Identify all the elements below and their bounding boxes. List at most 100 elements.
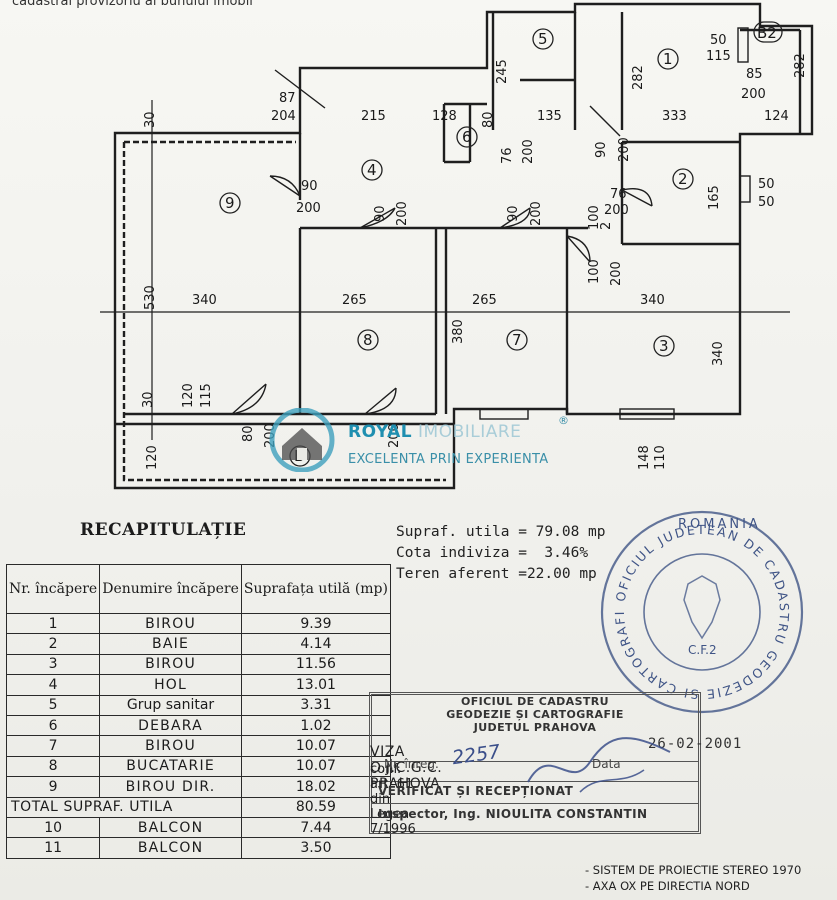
dim-label: 90 (506, 205, 521, 222)
cell-area: 11.56 (240, 653, 391, 676)
dim-label: 333 (662, 109, 687, 124)
dim-label: 120 (145, 445, 160, 470)
dim-label: 30 (143, 111, 158, 128)
svg-text:2: 2 (678, 170, 688, 188)
summary-share: Cota indiviza = 3.46% (396, 545, 589, 561)
dim-label: 85 (746, 67, 763, 82)
room-8: 8 (357, 329, 379, 351)
projection-notes: - SISTEM DE PROIECTIE STEREO 1970 - AXA … (585, 862, 801, 894)
dim-label: 115 (199, 383, 214, 408)
cell-name: BAIE (99, 633, 242, 655)
dim-label: 115 (706, 49, 731, 64)
cell-name: BIROU (99, 612, 242, 635)
cell-name: Grup sanitar (99, 694, 242, 716)
svg-text:1: 1 (663, 50, 673, 68)
dim-label: 282 (793, 53, 808, 78)
dim-label: 200 (529, 201, 544, 226)
dim-label: 80 (481, 111, 496, 128)
total-label: TOTAL SUPRAF. UTILA (6, 796, 242, 818)
stamp-date: 26-02-2001 (648, 736, 743, 752)
dim-label: 148 (637, 445, 652, 470)
dim-label: 76 (610, 187, 627, 202)
dim-label: 87 (279, 91, 296, 106)
stamp-inspector: Inspector, Ing. NIOULITA CONSTANTIN (378, 807, 648, 821)
stamp-line-3: JUDETUL PRAHOVA (473, 721, 597, 734)
cell-name: BUCATARIE (99, 755, 242, 778)
note-axis: - AXA OX PE DIRECTIA NORD (585, 879, 750, 893)
header-text: cadastral provizoriu al bunului imobil (12, 0, 253, 9)
dim-label: 90 (594, 141, 609, 158)
cell-area: 3.50 (240, 837, 391, 859)
dim-label: 200 (263, 423, 278, 448)
dim-label: 200 (395, 201, 410, 226)
summary-land: Teren aferent =22.00 mp (396, 566, 597, 582)
cell-nr: 4 (5, 674, 101, 696)
cell-nr: 11 (5, 837, 101, 859)
signature (527, 737, 671, 793)
dim-label: 128 (432, 109, 457, 124)
dim-label: 50 (710, 33, 727, 48)
cell-nr: 2 (5, 633, 101, 655)
room-7: 7 (506, 329, 528, 351)
dim-label: 380 (451, 319, 466, 344)
col-header-name: Denumire încăpere (99, 564, 242, 614)
dim-label: 340 (192, 293, 217, 308)
room-b: B (289, 445, 311, 467)
room-1: 1 (657, 48, 679, 70)
stamp-data-label: Data (592, 757, 621, 771)
svg-text:3: 3 (659, 337, 669, 355)
dim-label: 204 (271, 109, 296, 124)
room-2: 2 (672, 168, 694, 190)
official-seal: OFICIUL JUDETEAN DE CADASTRU GEODEZIE SI… (592, 502, 804, 714)
dim-label: 80 (241, 425, 256, 442)
area-summary: Supraf. utila = 79.08 mp Cota indiviza =… (396, 522, 606, 585)
dim-label: 90 (373, 205, 388, 222)
dim-label: 265 (342, 293, 367, 308)
table-header-row: Nr. încăpere Denumire încăpere Suprafața… (5, 564, 391, 614)
cell-name: BIROU DIR. (99, 776, 242, 798)
cell-name: BALCON (99, 816, 242, 839)
room-b2: B2 (753, 21, 783, 43)
cell-nr: 5 (5, 694, 101, 716)
dim-label: 340 (640, 293, 665, 308)
room-5: 5 (532, 28, 554, 50)
cell-name: BIROU (99, 653, 242, 676)
dim-label: 200 (296, 201, 321, 216)
cell-nr: 1 (5, 612, 101, 635)
recap-table: Nr. încăpere Denumire încăpere Suprafața… (5, 564, 391, 859)
dim-label: 282 (631, 65, 646, 90)
dim-label: 100 (587, 259, 602, 284)
cadastre-stamp: OFICIUL DE CADASTRU GEODEZIE ȘI CARTOGRA… (369, 692, 701, 834)
dim-label: 124 (764, 109, 789, 124)
dimensions: 87 204 215 128 80 245 135 282 50 115 85 … (141, 33, 808, 470)
stamp-line-2: GEODEZIE ȘI CARTOGRAFIE (446, 708, 624, 721)
room-4: 4 (361, 159, 383, 181)
seal-top-text: ROMANIA (678, 517, 761, 532)
dim-label: 200 (609, 261, 624, 286)
dim-label: 215 (361, 109, 386, 124)
cell-nr: 8 (5, 755, 101, 778)
cell-area: 13.01 (240, 674, 391, 696)
dim-label: 2 (599, 222, 614, 230)
stamp-row (372, 781, 698, 804)
cell-nr: 9 (5, 776, 101, 798)
room-6: 6 (456, 126, 478, 148)
dim-label: 50 (758, 177, 775, 192)
dim-label: 135 (537, 109, 562, 124)
cell-area: 10.07 (240, 735, 391, 757)
svg-text:8: 8 (363, 331, 373, 349)
recap-title: RECAPITULAȚIE (80, 520, 247, 540)
col-header-nr: Nr. încăpere (5, 564, 101, 614)
stamp-verified: VERIFICAT ȘI RECEPȚIONAT (378, 784, 574, 798)
stamp-viza: VIZA O.J.C.G.C. PRAHOVA (370, 744, 443, 792)
dim-label: 76 (500, 147, 515, 164)
